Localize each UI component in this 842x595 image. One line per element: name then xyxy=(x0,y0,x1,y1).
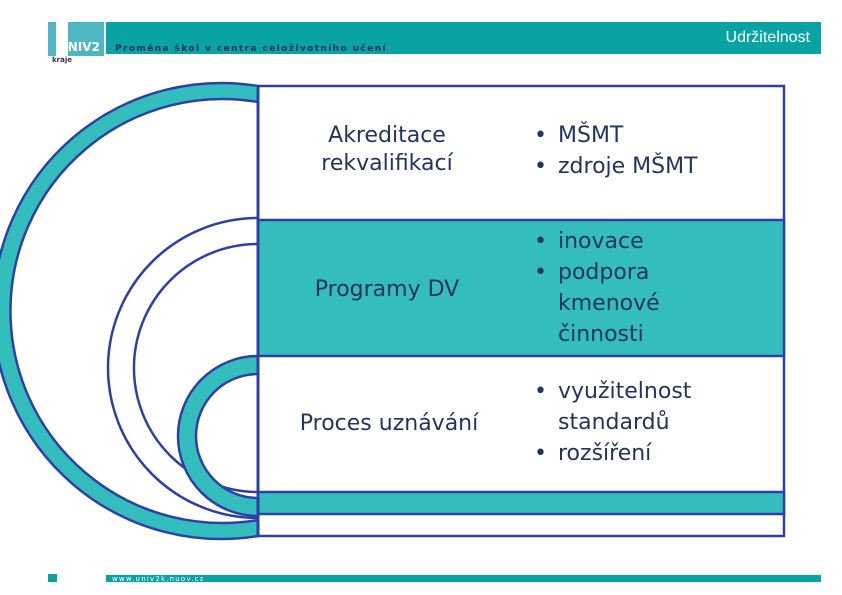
logo-p-stem xyxy=(56,18,68,56)
bullet-list-row-1: MŠMT zdroje MŠMT xyxy=(530,120,770,182)
bullet-item: využitelnost standardů xyxy=(530,376,740,438)
middle-arc xyxy=(106,216,260,520)
footer-bar xyxy=(106,575,821,582)
bullet-list-row-3: využitelnost standardů rozšíření xyxy=(530,376,740,469)
row-label-proces: Proces uznávání xyxy=(299,411,479,436)
footer-square xyxy=(48,574,57,582)
bullet-item: zdroje MŠMT xyxy=(530,151,770,182)
slide-title: Udržitelnost xyxy=(725,29,810,46)
footer-url: www.univ2k.nuov.cz xyxy=(112,575,205,583)
bullet-list-row-2: inovace podpora kmenové činnosti xyxy=(530,226,700,350)
bullet-item: rozšíření xyxy=(530,438,740,469)
row-label-akreditace: Akreditace rekvalifikací xyxy=(321,123,453,176)
row-label-programy: Programy DV xyxy=(314,277,460,302)
bullet-item: inovace xyxy=(530,226,700,257)
bullet-item: MŠMT xyxy=(530,120,770,151)
logo-text: UNIV2 xyxy=(58,40,100,54)
logo-subtext: kraje xyxy=(52,56,72,64)
bottom-band xyxy=(256,490,786,516)
header-bar xyxy=(106,22,821,54)
bullet-item: podpora kmenové činnosti xyxy=(530,257,700,350)
header-subtitle: Proměna škol v centra celoživotního učen… xyxy=(115,44,387,54)
